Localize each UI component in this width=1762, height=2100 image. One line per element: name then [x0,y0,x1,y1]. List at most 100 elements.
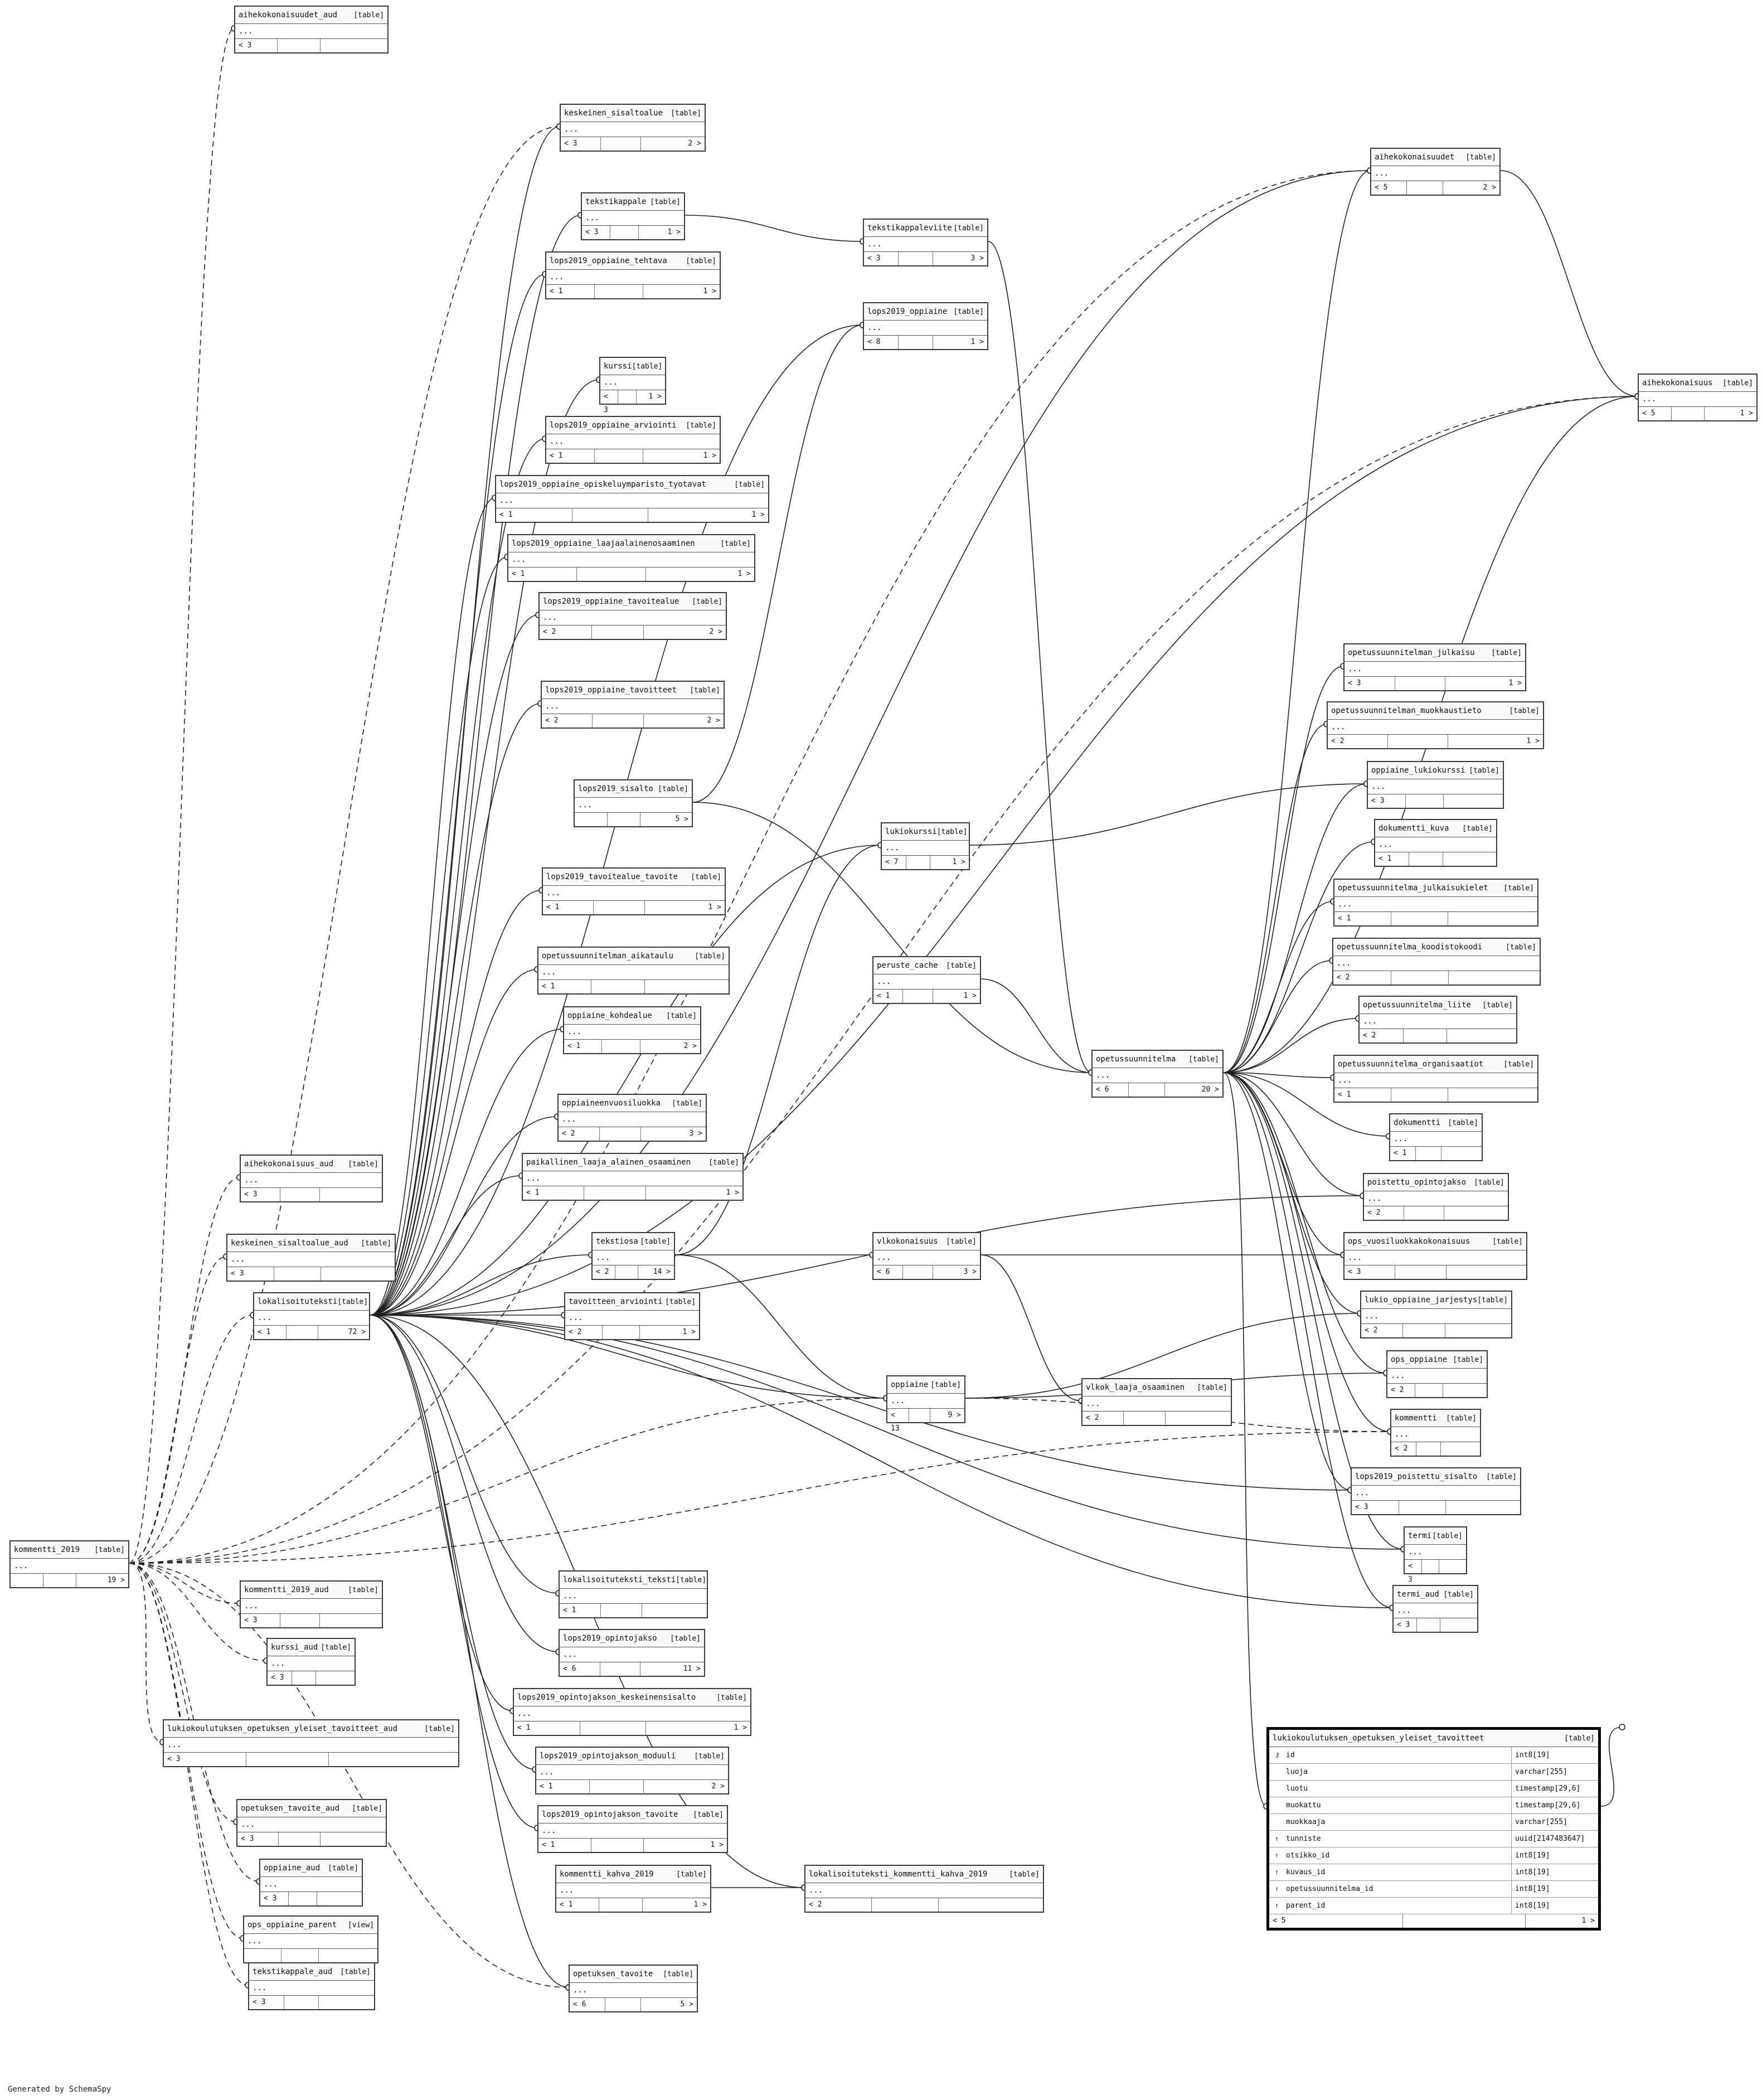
table-termi[interactable]: termi[table]...< 3 [1404,1526,1467,1584]
table-parents-count[interactable]: < 3 [864,252,899,265]
table-parents-count[interactable]: < 2 [1333,971,1391,984]
table-parents-count[interactable]: < 6 [570,1998,605,2011]
table-name[interactable]: tekstiosa [596,1237,638,1246]
table-name[interactable]: opetussuunnitelma_organisaatiot [1338,1060,1484,1069]
table-name[interactable]: lops2019_opintojakson_moduuli [540,1752,676,1760]
table-name[interactable]: aihekokonaisuus [1642,379,1713,387]
table-name[interactable]: opetussuunnitelma_koodistokoodi [1337,943,1483,952]
table-parents-count[interactable]: < 3 [1352,1501,1399,1514]
table-parents-count[interactable]: < 3 [164,1753,246,1766]
table-children-count[interactable]: 1 > [667,228,681,236]
table-name[interactable]: lokalisoituteksti_teksti [563,1575,676,1584]
table-children-count[interactable] [320,1188,382,1201]
table-children-count[interactable]: 1 > [682,1328,696,1336]
table-children-count[interactable]: 1 > [1508,679,1522,687]
table-name[interactable]: lops2019_opintojakso [563,1634,657,1643]
table-keskeinen-sisaltoalue-aud[interactable]: keskeinen_sisaltoalue_aud[table]...< 3 [226,1234,396,1282]
table-name[interactable]: ops_oppiaine [1391,1355,1448,1364]
table-lukio-oppiaine-jarjestys[interactable]: lukio_oppiaine_jarjestys[table]...< 2 [1360,1291,1512,1338]
table-children-count[interactable] [1444,794,1503,808]
table-name[interactable]: ops_vuosiluokkakokonaisuus [1348,1237,1470,1246]
focus-table[interactable]: lukiokoulutuksen_opetuksen_yleiset_tavoi… [1266,1727,1601,1931]
table-parents-count[interactable]: < 5 [1371,181,1407,195]
table-name[interactable]: opetussuunnitelman_aikataulu [542,952,674,961]
table-lops2019-oppiaine-tavoitteet[interactable]: lops2019_oppiaine_tavoitteet[table]...< … [541,681,725,729]
table-parents-count[interactable]: < 3 [260,1892,289,1905]
table-children-count[interactable]: 2 > [711,1782,725,1791]
table-name[interactable]: kurssi_aud [271,1643,318,1652]
table-parents-count[interactable]: < 1 [546,285,595,298]
table-children-count[interactable]: 1 > [734,1724,747,1732]
table-kommentti-2019-aud[interactable]: kommentti_2019_aud[table]...< 3 [240,1580,383,1628]
table-vlkok-laaja-osaaminen[interactable]: vlkok_laaja_osaaminen[table]...< 2 [1081,1378,1232,1426]
table-parents-count[interactable]: < 3 [600,390,619,414]
table-parents-count[interactable]: < 6 [560,1662,600,1676]
table-children-count[interactable] [329,1753,458,1766]
table-name[interactable]: opetussuunnitelma [1096,1055,1176,1064]
table-parents-count[interactable] [11,1574,44,1587]
table-children-count[interactable]: 72 > [348,1328,366,1336]
table-lops2019-oppiaine-arviointi[interactable]: lops2019_oppiaine_arviointi[table]...< 1… [545,416,721,464]
table-name[interactable]: peruste_cache [877,961,938,970]
table-parents-count[interactable]: < 3 [1344,677,1395,690]
table-opetussuunnitelma-julkaisukielet[interactable]: opetussuunnitelma_julkaisukielet[table].… [1333,879,1538,927]
table-name[interactable]: tavoitteen_arviointi [569,1297,663,1306]
table-children-count[interactable] [1166,1412,1231,1425]
table-children-count[interactable] [317,1892,362,1905]
table-parents-count[interactable]: < 2 [565,1326,603,1339]
table-children-count[interactable]: 1 > [1526,737,1540,745]
table-children-count[interactable] [319,1996,374,2009]
table-parents-count[interactable]: < 2 [593,1265,615,1279]
table-children-count[interactable]: 1 > [703,452,716,460]
table-parents-count[interactable]: < 3 [1344,1265,1396,1279]
table-name[interactable]: lops2019_poistettu_sisalto [1355,1472,1478,1481]
table-name[interactable]: paikallinen_laaja_alainen_osaaminen [526,1158,691,1167]
table-parents-count[interactable]: < 3 [1405,1560,1422,1584]
table-parents-count[interactable]: < 5 [1639,407,1672,420]
table-children-count[interactable]: 9 > [948,1411,961,1419]
table-children-count[interactable]: 1 > [970,338,984,346]
table-name[interactable]: dokumentti [1394,1118,1441,1127]
table-children-count[interactable] [1441,1147,1482,1160]
table-opetussuunnitelman-aikataulu[interactable]: opetussuunnitelman_aikataulu[table]...< … [537,947,730,995]
focus-table-children[interactable]: 1 > [1581,1917,1595,1925]
table-lops2019-opintojakson-tavoite[interactable]: lops2019_opintojakson_tavoite[table]...<… [537,1805,728,1853]
table-parents-count[interactable]: < 2 [1391,1442,1416,1456]
table-children-count[interactable] [1448,912,1537,925]
table-name[interactable]: poistettu_opintojakso [1367,1178,1467,1187]
table-children-count[interactable] [642,1604,707,1617]
table-parents-count[interactable]: < 1 [538,980,592,993]
table-name[interactable]: opetuksen_tavoite_aud [241,1804,340,1813]
table-name[interactable]: kommentti_2019 [14,1545,80,1554]
table-parents-count[interactable]: < 1 [254,1326,287,1339]
table-name[interactable]: lops2019_opintojakson_keskeinensisalto [517,1693,696,1702]
table-parents-count[interactable]: < 6 [1093,1083,1129,1097]
table-children-count[interactable] [1444,1206,1508,1220]
table-dokumentti-kuva[interactable]: dokumentti_kuva[table]...< 1 [1374,819,1497,867]
table-children-count[interactable] [319,1949,377,1962]
table-lops2019-opintojakson-keskeinensisalto[interactable]: lops2019_opintojakson_keskeinensisalto[t… [513,1688,751,1736]
table-parents-count[interactable]: < 13 [887,1409,909,1433]
table-children-count[interactable]: 1 > [648,392,662,401]
table-parents-count[interactable]: < 2 [1361,1324,1404,1337]
table-name[interactable]: tekstikappale [585,197,647,206]
table-opetuksen-tavoite-aud[interactable]: opetuksen_tavoite_aud[table]...< 3 [236,1799,387,1847]
table-lops2019-oppiaine-opiskeluymparisto-tyotavat[interactable]: lops2019_oppiaine_opiskeluymparisto_tyot… [495,475,769,523]
table-children-count[interactable] [1441,1442,1480,1456]
table-termi-aud[interactable]: termi_aud[table]...< 3 [1392,1585,1478,1633]
table-parents-count[interactable]: < 1 [546,449,595,463]
table-dokumentti[interactable]: dokumentti[table]...< 1 [1389,1113,1483,1161]
table-children-count[interactable]: 11 > [683,1665,701,1673]
table-parents-count[interactable]: < 1 [496,508,572,522]
table-name[interactable]: vlkokonaisuus [877,1237,938,1246]
table-name[interactable]: ops_oppiaine_parent [247,1920,337,1929]
table-name[interactable]: lops2019_oppiaine_tavoitteet [545,686,677,695]
